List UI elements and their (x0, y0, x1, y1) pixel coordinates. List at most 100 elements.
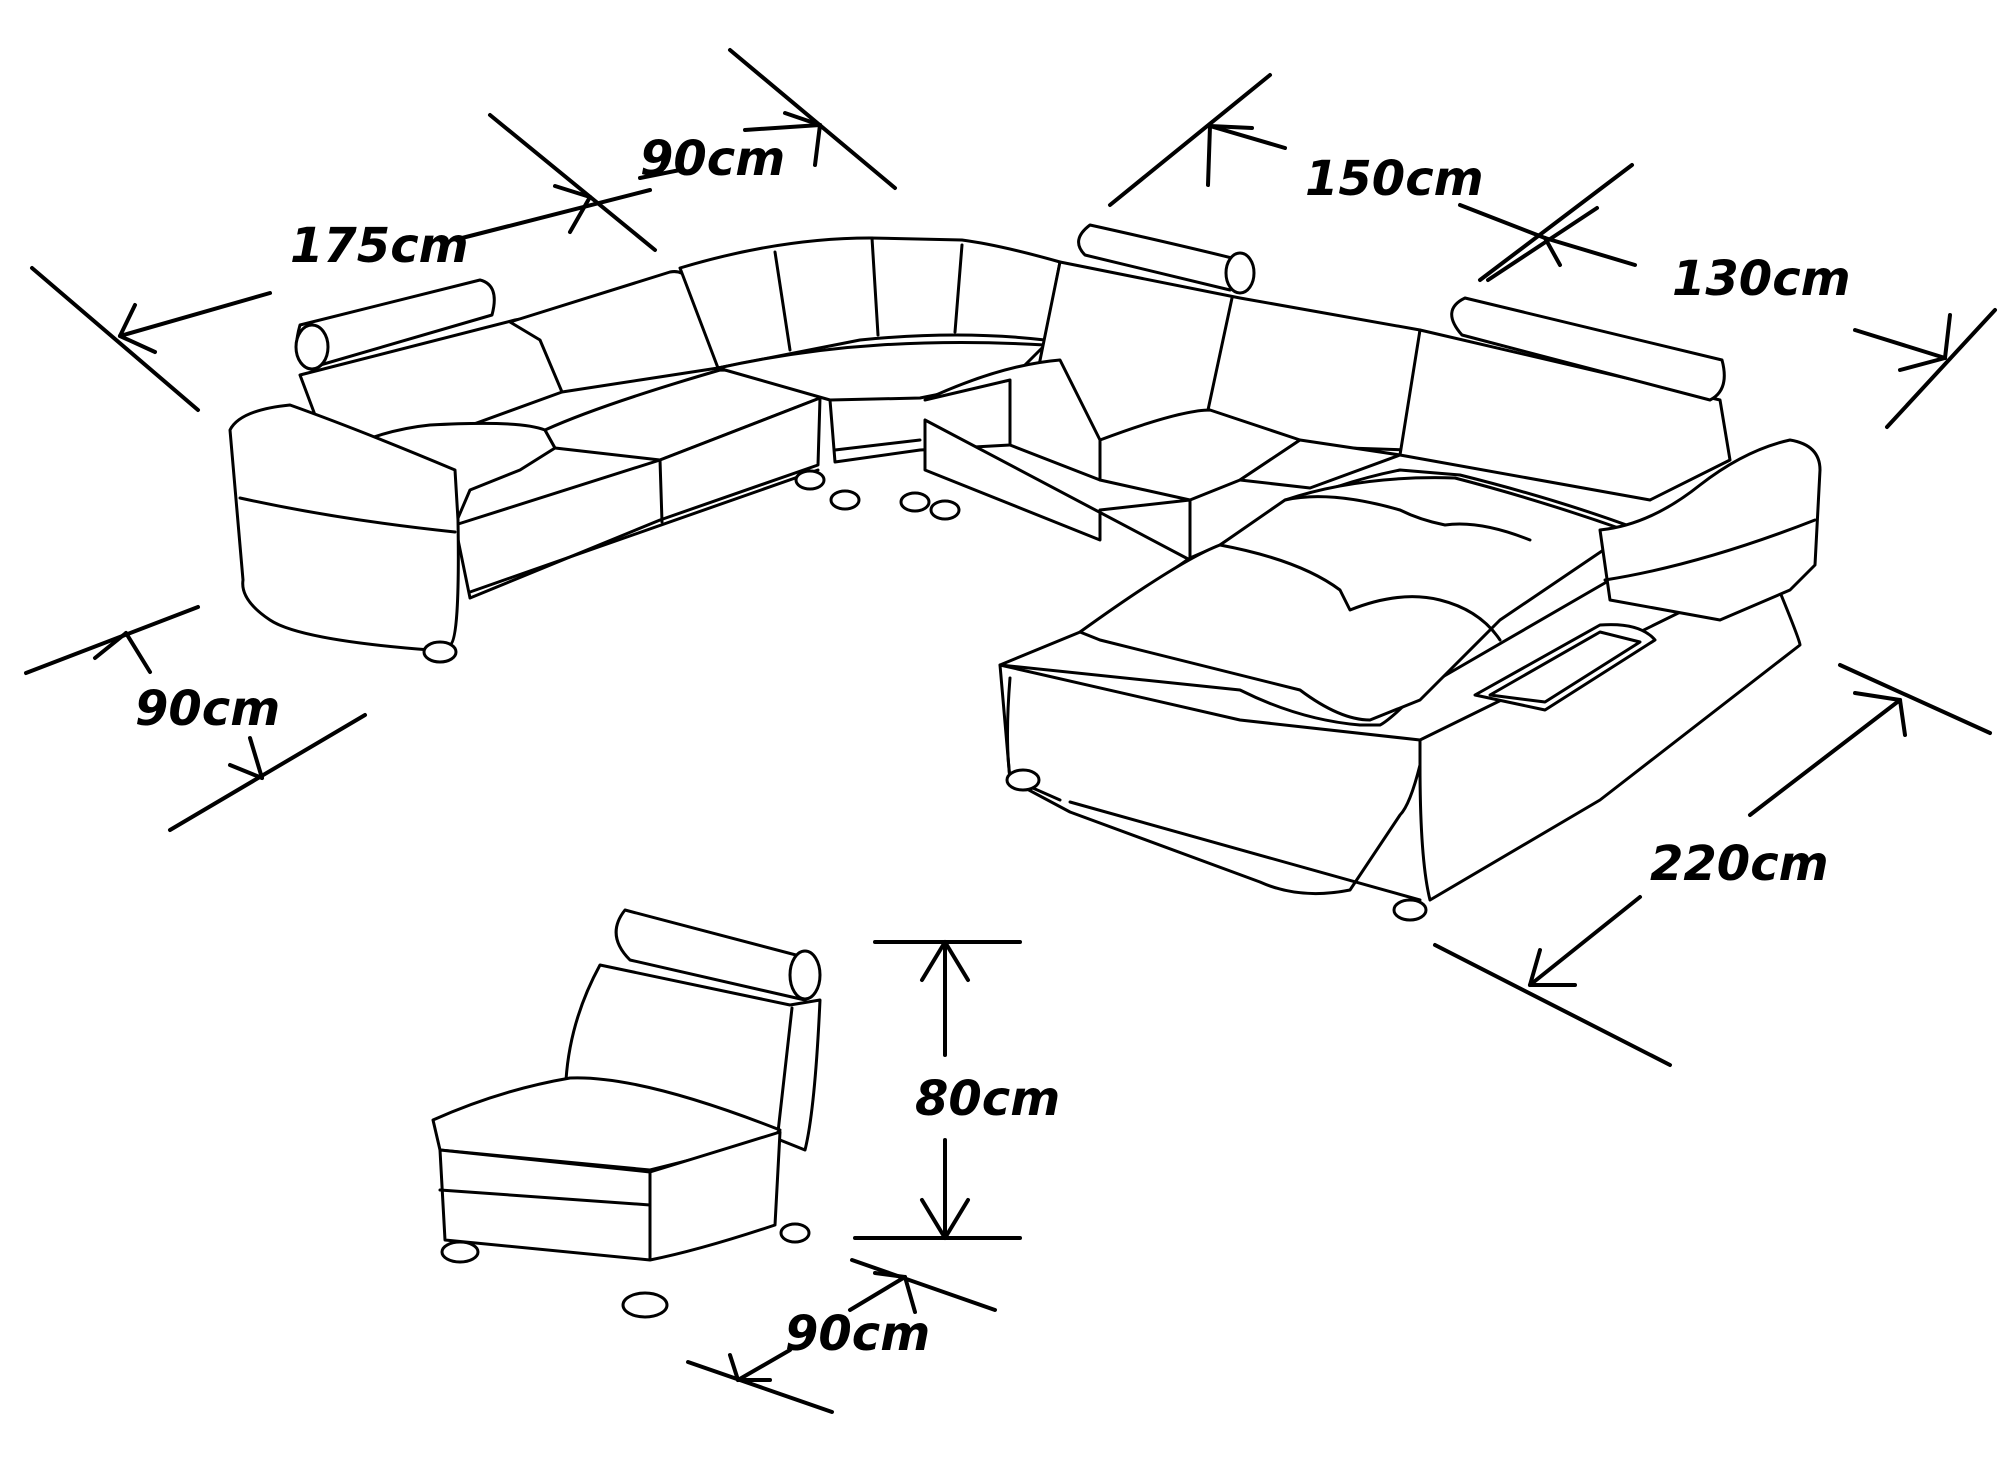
label-220cm: 220cm (1650, 836, 1829, 892)
dim-175-line-left (118, 291, 272, 338)
label-90cm-top: 90cm (640, 131, 785, 187)
right-headrest (1450, 296, 1726, 402)
chair-base-seam (438, 1188, 652, 1207)
chaise-base-seam (1068, 800, 1422, 902)
chair-base (438, 1130, 782, 1262)
left-headrest-end (294, 323, 330, 371)
corner-foot-1 (794, 469, 826, 491)
corner-foot-2 (829, 489, 861, 511)
dim-220-arrow-bot-b (1528, 948, 1542, 987)
dim-175-arrow-right-a (553, 184, 592, 199)
middle-headrest-end (1224, 251, 1256, 295)
right-foot (1392, 898, 1428, 922)
dim-90-top-line (638, 168, 682, 180)
left-arm-band (238, 496, 457, 534)
dim-90-left-arrow-top-a (124, 631, 152, 674)
chaise-storage-tray (1473, 623, 1657, 712)
label-130cm: 130cm (1672, 251, 1851, 307)
left-base-seam (468, 468, 820, 594)
dim-90-chair-arrow-b (903, 1275, 917, 1314)
chaise-storage-tray-inner (1488, 630, 1642, 704)
dim-80-arrow-top-b (943, 940, 970, 982)
dim-90-top-ext-left (728, 48, 897, 190)
corner-foot-4 (929, 499, 961, 521)
dim-220-arrow-top-b (1898, 698, 1907, 737)
dim-90-left-ext-top (24, 605, 200, 675)
dim-175-arrow-left-a (118, 334, 157, 354)
dim-130-arrow-a (1898, 356, 1947, 372)
chaise-right-side (1418, 566, 1802, 902)
dim-90-chair-ext-left (686, 1360, 834, 1414)
dimension-lines (24, 48, 1997, 1414)
dim-220-ext-top (1838, 663, 1992, 735)
chair-foot-2 (621, 1291, 669, 1319)
right-arm (1598, 438, 1822, 622)
dim-150-arrow-b (1206, 124, 1212, 187)
right-seat-cushion-3 (1238, 438, 1402, 490)
dim-130-arrow-b (1943, 313, 1952, 360)
dim-220-ext-bottom (1433, 943, 1672, 1067)
dim-80-arrow-top-a (920, 940, 947, 982)
armless-chair (431, 908, 822, 1319)
dim-130-ext-right (1885, 308, 1997, 429)
corner-base-line (833, 438, 922, 452)
corner-back-seam-2 (870, 236, 880, 337)
corner-back-seam-1 (773, 250, 792, 352)
dim-90-chair-arrow-c (728, 1353, 740, 1382)
dim-90-chair-line-left (736, 1348, 792, 1382)
left-arm (228, 403, 460, 652)
label-90cm-left: 90cm (135, 681, 280, 737)
chaise-seat-top (1078, 476, 1632, 722)
dim-90-left-ext-bottom (168, 713, 367, 832)
corner-foot-3 (899, 491, 931, 513)
dim-175-line-right (460, 188, 652, 240)
sectional-sofa (228, 223, 1822, 922)
label-175cm: 175cm (290, 218, 469, 274)
chaise-cushion-line (1218, 543, 1502, 642)
label-150cm: 150cm (1305, 151, 1484, 207)
dim-150-line-right (1458, 203, 1547, 240)
corner-backrest (678, 236, 1062, 370)
dim-90-top-arrow-b (813, 123, 822, 167)
chair-seat (431, 1076, 782, 1172)
dim-220-line-top (1748, 698, 1902, 817)
dim-175-arrow-left-b (118, 303, 137, 338)
dim-80-arrow-bot-a (920, 1198, 947, 1240)
dim-150-ext-right (1478, 163, 1634, 282)
dim-150-ext-left (1108, 73, 1272, 207)
dim-175-arrow-right-b (568, 195, 592, 234)
dim-150-arrow-a (1208, 124, 1254, 130)
chaise-base (998, 663, 1422, 896)
dimension-labels: 175cm 90cm 150cm 130cm 90cm 220cm 80cm 9… (135, 131, 1851, 1362)
chaise-foot (1005, 768, 1041, 792)
label-80cm: 80cm (915, 1071, 1060, 1127)
dim-150-line-left (1208, 124, 1287, 150)
dim-80-arrow-bot-b (943, 1198, 970, 1240)
right-back-seam-1 (1206, 296, 1234, 412)
dim-130-line-left (1543, 236, 1637, 267)
dim-90-top-line-right (743, 123, 822, 132)
dim-90-left-arrow-bot-a (228, 763, 264, 780)
label-90cm-chair: 90cm (785, 1306, 930, 1362)
chaise-cushion-line-2 (1283, 495, 1532, 542)
dim-130-mid-arrow (1543, 236, 1562, 267)
corner-back-seam-3 (953, 243, 964, 334)
dim-175-ext-right (488, 113, 657, 252)
chair-foot-1 (440, 1240, 480, 1264)
dim-90-left-arrow-top-b (93, 631, 128, 660)
dim-130-line-right (1853, 328, 1947, 360)
left-foot (422, 640, 458, 664)
dim-90-chair-arrow-a (873, 1271, 907, 1279)
dim-90-chair-ext-right (850, 1258, 997, 1312)
dim-220-arrow-top-a (1853, 691, 1902, 702)
dim-90-top-arrow-a (783, 111, 822, 127)
chair-back-seam (776, 1006, 794, 1134)
dim-220-line-bottom (1528, 895, 1642, 987)
right-arm-band (1603, 518, 1817, 582)
chair-headrest-end (788, 949, 822, 1001)
chair-foot-3 (779, 1222, 811, 1244)
dim-175-ext-left (30, 266, 200, 412)
dim-90-left-arrow-bot-b (248, 736, 264, 780)
dim-90-chair-line-right (848, 1275, 907, 1312)
